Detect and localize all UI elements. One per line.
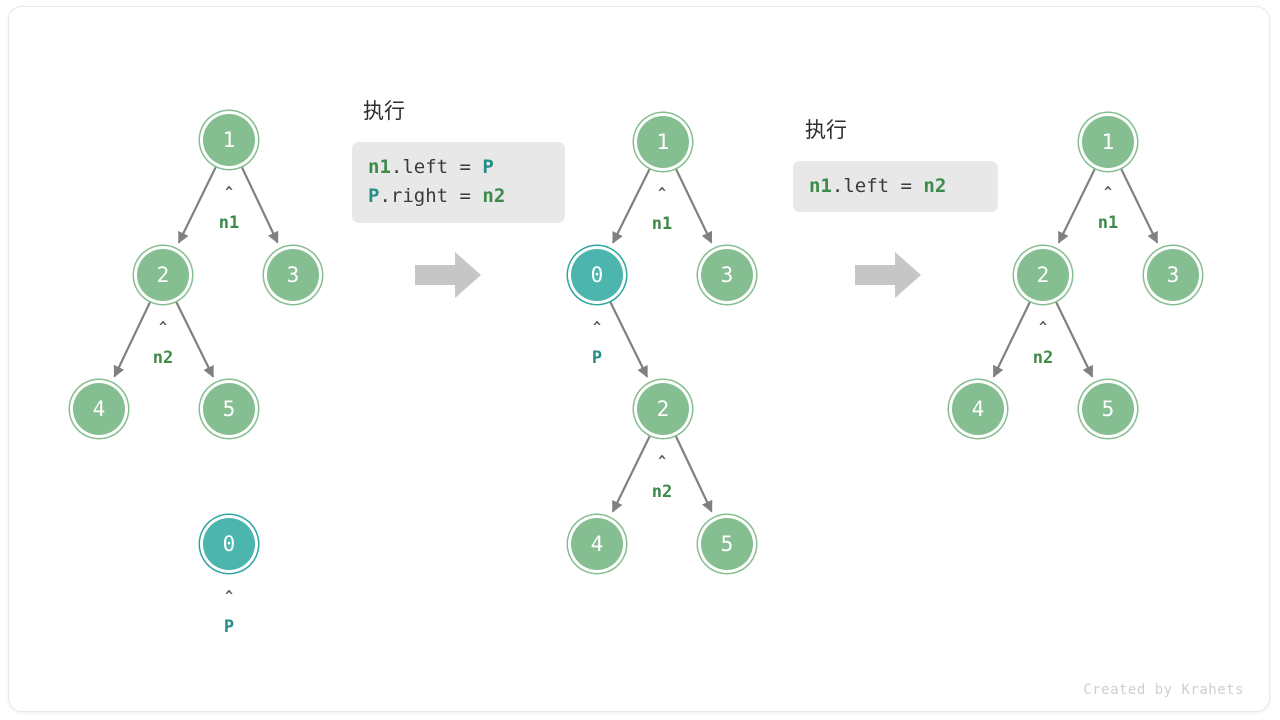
code-line: n1.left = P: [368, 153, 549, 182]
tree-node-1: 1: [637, 116, 689, 168]
exec-label-1: 执行: [363, 99, 405, 123]
pointer-label-n1: n1: [218, 213, 240, 233]
tree-node-3: 3: [701, 249, 753, 301]
tree-edge: [612, 168, 651, 244]
pointer-caret-icon: ^: [658, 454, 666, 469]
pointer-label-n1: n1: [651, 214, 673, 234]
code-token: n1: [809, 175, 832, 197]
tree-node-5: 5: [1082, 383, 1134, 435]
pointer-caret-icon: ^: [159, 320, 167, 335]
tree-edge: [175, 301, 215, 378]
code-token: .right =: [379, 185, 483, 208]
pointer-caret-icon: ^: [225, 589, 233, 604]
pointer-label-n2: n2: [651, 482, 673, 502]
pointer-caret-icon: ^: [1104, 185, 1112, 200]
tree-node-4: 4: [952, 383, 1004, 435]
tree-edge: [992, 301, 1031, 378]
tree-edge: [1055, 301, 1094, 378]
transition-arrow-1: [415, 252, 481, 303]
tree-edge: [1057, 168, 1096, 244]
exec-label-2: 执行: [805, 118, 847, 142]
tree-edge: [675, 168, 713, 244]
tree-edge: [611, 435, 651, 513]
code-token: n2: [923, 175, 947, 197]
code-token: .left =: [831, 175, 924, 197]
code-token: P: [482, 156, 494, 178]
code-line: n1.left = n2: [809, 172, 982, 201]
pointer-label-p: P: [591, 348, 603, 368]
tree-node-5: 5: [203, 383, 255, 435]
pointer-label-p: P: [223, 617, 235, 637]
code-token: .left =: [390, 156, 483, 178]
tree-node-3: 3: [1147, 249, 1199, 301]
code-token: n1: [368, 156, 391, 178]
tree-node-1: 1: [1082, 116, 1134, 168]
tree-node-5: 5: [701, 518, 753, 570]
tree-node-3: 3: [267, 249, 319, 301]
tree-node-2: 2: [1017, 249, 1069, 301]
pointer-caret-icon: ^: [1039, 320, 1047, 335]
code-block-2: n1.left = n2: [793, 161, 998, 213]
tree-node-2: 2: [637, 383, 689, 435]
pointer-caret-icon: ^: [658, 186, 666, 201]
tree-edge: [240, 166, 279, 244]
pointer-caret-icon: ^: [225, 185, 233, 200]
footer-credit: Created by Krahets: [1083, 682, 1244, 698]
code-line: P.right = n2: [368, 182, 549, 211]
tree-node-0: 0: [203, 518, 255, 570]
tree-node-0: 0: [571, 249, 623, 301]
tree-node-4: 4: [73, 383, 125, 435]
tree-node-1: 1: [203, 114, 255, 166]
tree-edge: [674, 435, 713, 513]
tree-edge: [177, 166, 217, 244]
tree-edge: [609, 301, 649, 378]
pointer-label-n2: n2: [152, 348, 174, 368]
pointer-label-n1: n1: [1097, 213, 1119, 233]
pointer-label-n2: n2: [1032, 348, 1054, 368]
tree-edge: [113, 301, 152, 378]
tree-node-4: 4: [571, 518, 623, 570]
code-token: n2: [482, 185, 506, 208]
transition-arrow-2: [855, 252, 921, 303]
pointer-caret-icon: ^: [593, 320, 601, 335]
tree-edge: [1120, 168, 1159, 244]
code-token: P: [368, 185, 380, 208]
tree-node-2: 2: [137, 249, 189, 301]
